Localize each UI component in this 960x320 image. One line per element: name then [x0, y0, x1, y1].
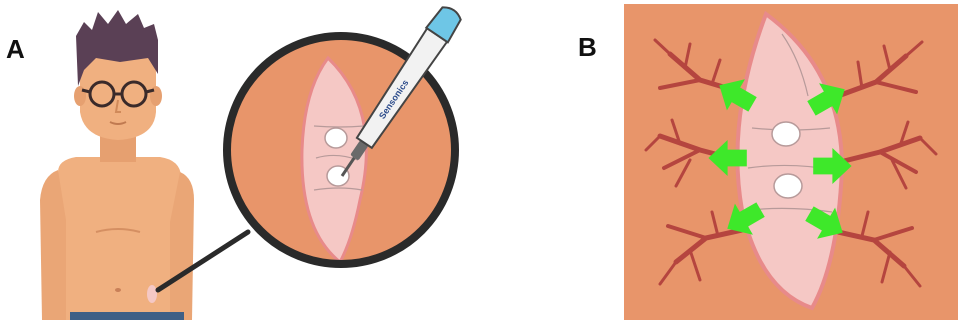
ear-right [150, 86, 162, 106]
hip-wound [147, 285, 157, 303]
panel-b [624, 4, 958, 320]
punch-hole [774, 174, 802, 198]
punch-hole [772, 122, 800, 146]
panel-a: Sensonics [40, 3, 465, 320]
ear-left [74, 86, 86, 106]
panel-label-b: B [578, 32, 597, 63]
shorts [70, 312, 184, 320]
torso [58, 157, 185, 320]
person-illustration [40, 10, 194, 320]
panel-label-a: A [6, 34, 25, 65]
navel [115, 288, 121, 292]
punch-hole [325, 128, 347, 148]
